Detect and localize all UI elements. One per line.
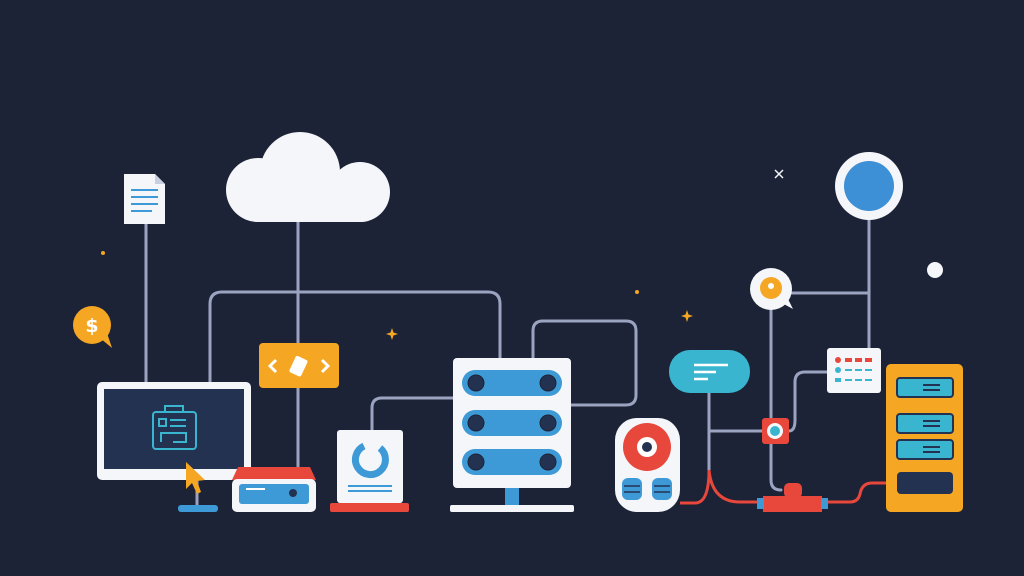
sparkle-dot-icon [635,290,639,294]
tablet-document-icon [330,430,409,512]
monitor-icon [97,382,251,512]
code-badge-icon [259,343,339,388]
cloud-icon [226,132,390,222]
server-icon [450,358,574,512]
location-pin-bubble-icon [750,268,793,310]
dollar-chat-bubble-icon: $ [73,306,112,348]
sparkle-star-icon [386,328,398,340]
document-icon [124,174,165,224]
calendar-card-icon [827,348,881,393]
globe-node-icon [762,418,789,444]
dial-database-device-icon [615,418,680,512]
white-dot-icon [927,262,943,278]
decorations [101,169,943,340]
chat-pill-icon [669,350,750,393]
sparkle-dot-icon [101,251,105,255]
circle-node-icon [835,152,903,220]
sparkle-star-icon [681,310,693,322]
cursor-icon [186,462,205,494]
red-cables [680,469,886,505]
cable-connector-icon [757,483,828,512]
close-x-icon [774,169,784,179]
svg-text:$: $ [85,315,98,337]
laptop-icon [232,467,316,512]
server-rack-icon [886,364,963,512]
